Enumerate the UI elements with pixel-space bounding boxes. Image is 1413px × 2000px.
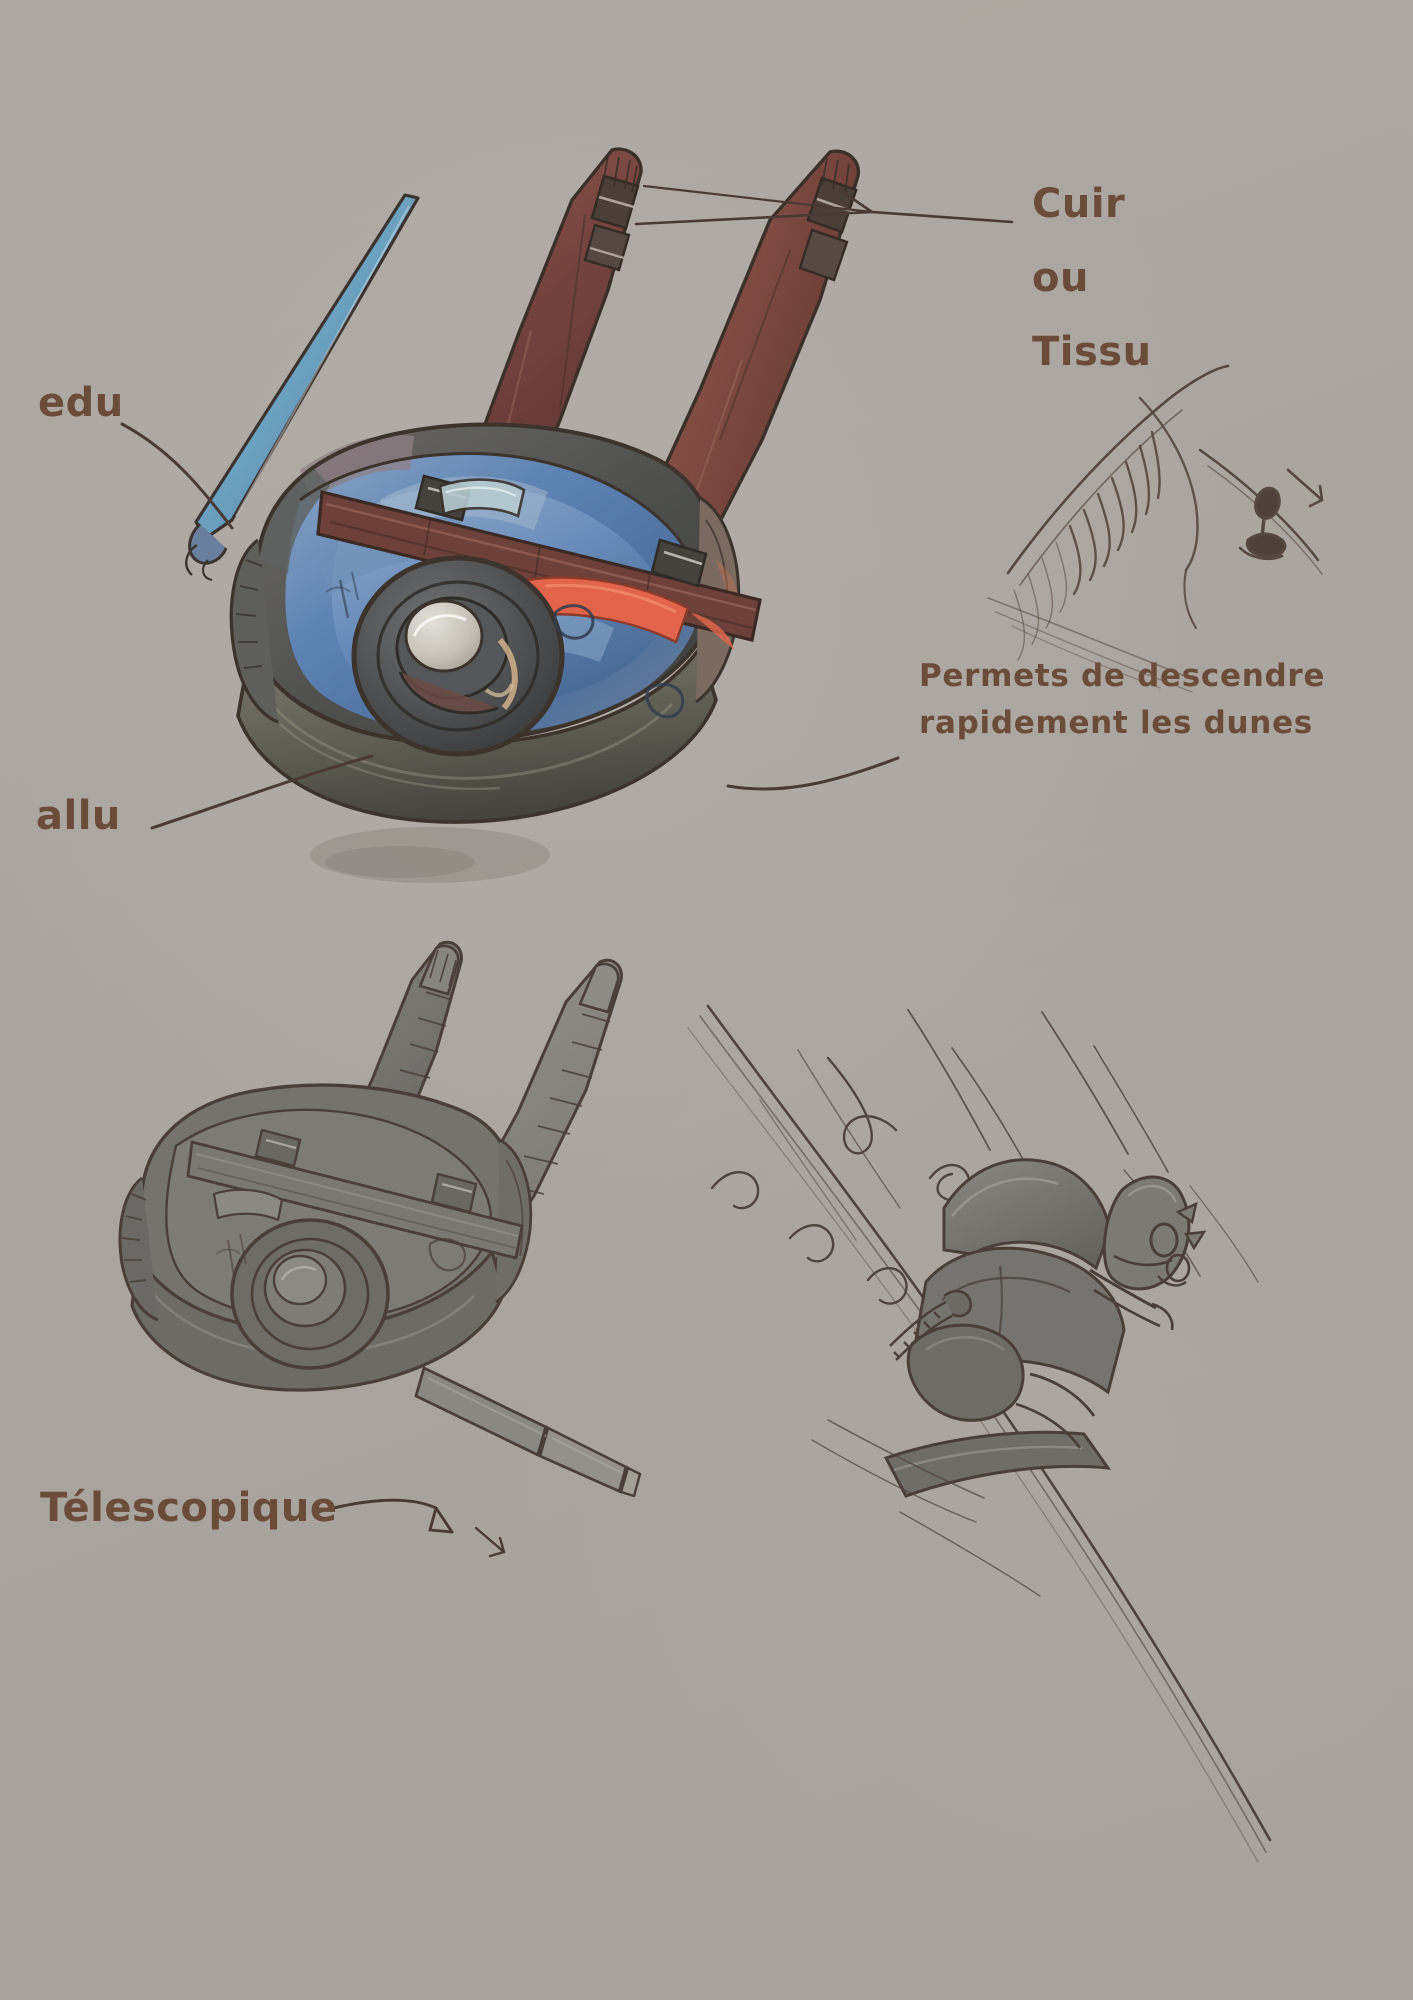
annotation-allu: allu	[36, 793, 121, 839]
leader-tissu-fork-b	[838, 188, 874, 214]
annotation-dunes-line1: Permets de descendre	[919, 658, 1326, 694]
telescopique-arrow-2	[474, 1526, 506, 1558]
gray-hub	[230, 1218, 390, 1370]
rider-figure	[889, 1158, 1207, 1449]
annotation-telescopique: Télescopique	[40, 1485, 338, 1531]
leader-tissu-fork-a	[634, 210, 874, 226]
blue-blade	[185, 193, 420, 581]
telescopic-rod	[414, 1366, 642, 1498]
sandboard	[883, 1430, 1112, 1498]
leader-telescopique	[312, 1498, 438, 1515]
annotation-dunes-line2: rapidement les dunes	[919, 705, 1313, 741]
annotation-leaders	[120, 184, 1014, 1558]
leader-dunes	[726, 756, 900, 791]
annotation-edu: edu	[38, 380, 124, 426]
annotation-cuir: Cuir	[1032, 181, 1126, 227]
dune-direction-arrow	[1286, 468, 1324, 508]
panel-gray-device	[118, 940, 642, 1498]
panel-dune-thumbnail	[987, 364, 1324, 693]
leader-tissu-trunk	[870, 210, 1014, 224]
panel-rider-sketch	[687, 1004, 1272, 1863]
gray-device-body	[118, 1083, 533, 1392]
panel-color-device	[185, 147, 861, 883]
device-central-hub	[351, 555, 565, 757]
leader-tissu-fork-c	[642, 184, 874, 214]
annotation-ou: ou	[1032, 255, 1089, 301]
leader-edu	[120, 422, 234, 530]
leader-allu	[150, 754, 374, 830]
device-body	[229, 422, 762, 824]
dune-rider-figure	[1238, 486, 1287, 561]
annotation-tissu: Tissu	[1032, 329, 1152, 375]
telescopique-arrow-1	[428, 1506, 454, 1534]
device-shadow-smudge	[310, 827, 550, 883]
